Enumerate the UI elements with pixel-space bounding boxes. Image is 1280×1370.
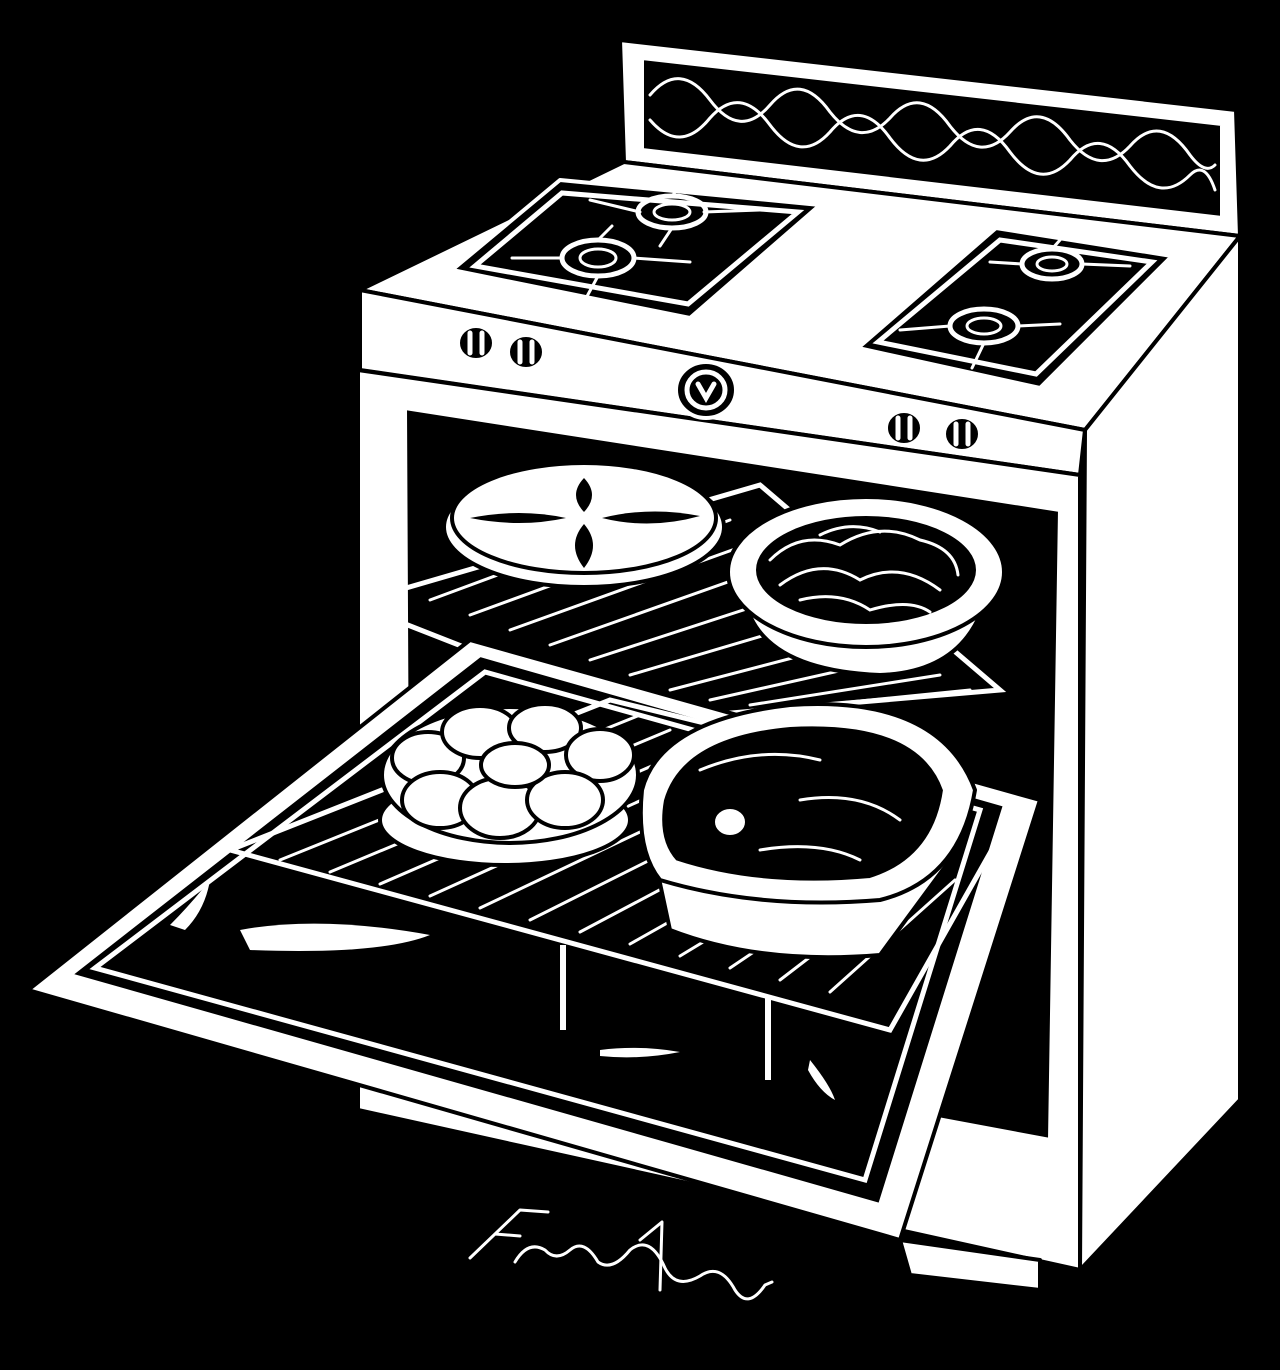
knob-3[interactable] [884,409,924,447]
backsplash-pattern [648,77,1217,192]
door-glass-reflections [170,880,835,1100]
burner-back-left [588,184,762,248]
casserole-filling [768,525,960,614]
oven-dial[interactable] [674,360,738,420]
knob-1[interactable] [456,324,496,362]
burner-grate-left [450,178,822,320]
burner-grate-right [856,226,1174,390]
roll-buns [390,702,636,840]
dinner-rolls [378,702,640,867]
backsplash [618,38,1242,238]
pie [442,461,726,589]
base-toe-kick [898,1238,1042,1292]
burner-front-left [510,224,692,302]
ham [638,702,977,960]
burner-back-right [988,238,1132,282]
casserole [726,495,1006,677]
knob-4[interactable] [942,415,982,453]
burner-front-right [898,306,1062,370]
artist-signature [468,1208,774,1301]
pie-vent-slits [470,478,700,568]
ham-bone [711,805,749,839]
knob-2[interactable] [506,333,546,371]
